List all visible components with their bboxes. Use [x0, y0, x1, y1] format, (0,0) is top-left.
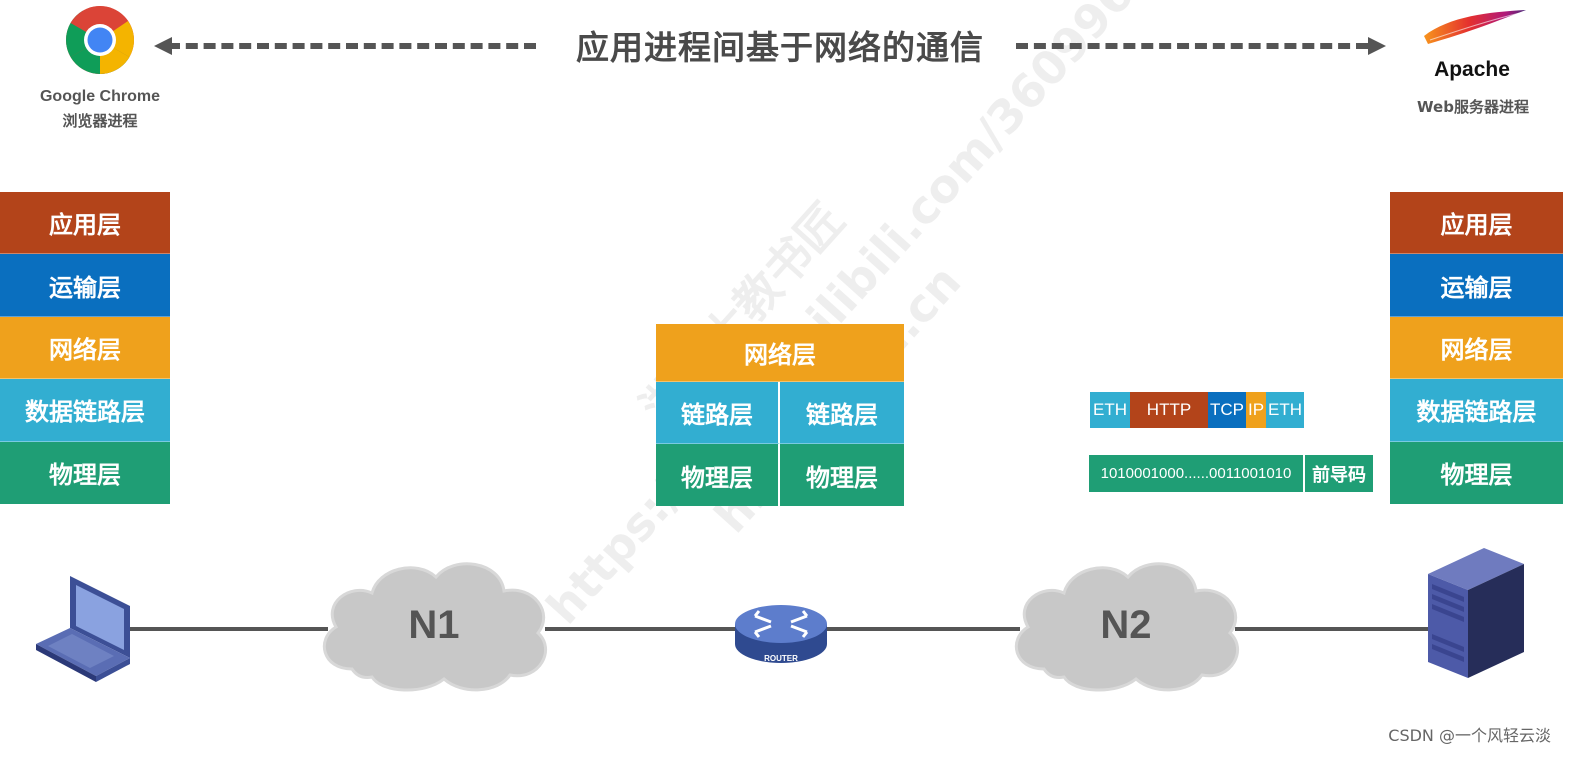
dashed-line-left: [168, 43, 536, 49]
layer-datalink: 数据链路层: [1390, 379, 1563, 442]
server-name: Apache: [1434, 58, 1510, 81]
layer-transport: 运输层: [1390, 254, 1563, 317]
client-name: Google Chrome: [39, 88, 160, 105]
page-title: 应用进程间基于网络的通信: [576, 28, 984, 67]
cloud-n1-icon: [322, 562, 548, 692]
link-line-2: [545, 627, 745, 631]
apache-feather-logo-icon: [1424, 10, 1526, 44]
router-layer-link-right: 链路层: [780, 382, 904, 444]
layer-datalink: 数据链路层: [0, 379, 170, 442]
layer-physical: 物理层: [1390, 441, 1563, 504]
packet-tcp-header: TCP: [1208, 392, 1246, 428]
layer-network: 网络层: [1390, 316, 1563, 380]
bitstream-preamble: 前导码: [1305, 455, 1373, 492]
laptop-icon: [36, 576, 130, 682]
bitstream: 1010001000......0011001010 前导码: [1089, 455, 1373, 492]
bitstream-bits: 1010001000......0011001010: [1089, 455, 1303, 492]
router-icon: ROUTER: [735, 605, 827, 663]
client-subtitle: 浏览器进程: [62, 112, 138, 130]
layer-network: 网络层: [0, 316, 170, 380]
cloud-n2-icon: [1014, 562, 1240, 692]
packet-eth-header: ETH: [1090, 392, 1130, 428]
arrow-left-icon: [154, 37, 172, 55]
network-n2-label: N2: [1100, 603, 1152, 647]
router-layer-stack: 网络层 链路层 链路层 物理层 物理层: [656, 324, 904, 506]
router-layer-physical-left: 物理层: [656, 444, 780, 506]
layer-application: 应用层: [1390, 192, 1563, 255]
link-line-1: [128, 627, 328, 631]
router-label: ROUTER: [764, 654, 798, 663]
packet-frame: ETH HTTP TCP IP ETH: [1090, 392, 1304, 428]
packet-http: HTTP: [1130, 392, 1208, 428]
client-layer-stack: 应用层 运输层 网络层 数据链路层 物理层: [0, 192, 170, 504]
router-layer-link-left: 链路层: [656, 382, 780, 444]
layer-transport: 运输层: [0, 254, 170, 317]
server-subtitle: Web服务器进程: [1417, 98, 1529, 116]
layer-physical: 物理层: [0, 441, 170, 504]
link-line-4: [1235, 627, 1435, 631]
router-layer-physical-right: 物理层: [780, 444, 904, 506]
credit-text: CSDN @一个风轻云淡: [1388, 726, 1551, 745]
network-n1-label: N1: [408, 603, 460, 647]
router-layer-network: 网络层: [656, 324, 904, 382]
layer-application: 应用层: [0, 192, 170, 255]
watermark-line-1: 湖科大教书匠: [630, 192, 855, 434]
link-line-3: [820, 627, 1020, 631]
packet-eth-trailer: ETH: [1266, 392, 1304, 428]
dashed-line-right: [1016, 43, 1368, 49]
chrome-logo-icon: [66, 6, 134, 74]
arrow-right-icon: [1368, 37, 1386, 55]
packet-ip-header: IP: [1246, 392, 1266, 428]
server-layer-stack: 应用层 运输层 网络层 数据链路层 物理层: [1390, 192, 1563, 504]
server-icon: [1428, 548, 1524, 678]
